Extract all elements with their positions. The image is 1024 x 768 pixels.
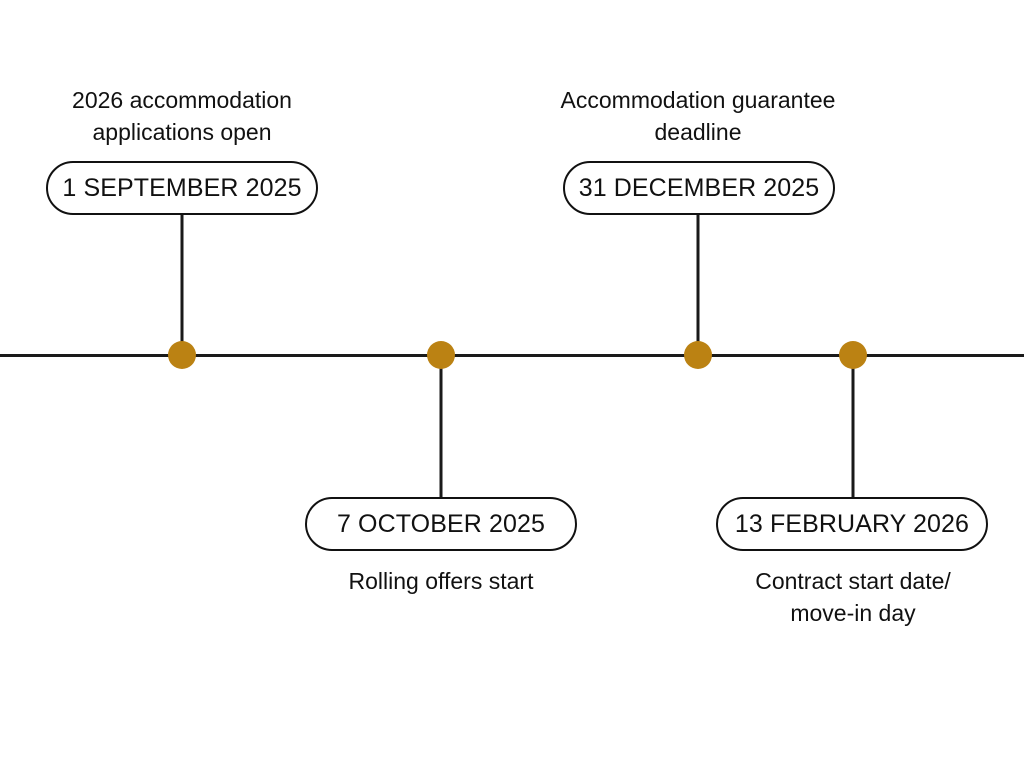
milestone-dot-applications-open[interactable] — [168, 341, 196, 369]
event-date-label-contract-start: 13 FEBRUARY 2026 — [734, 509, 970, 538]
event-caption-rolling-offers: Rolling offers start — [348, 568, 534, 594]
event-date-pill-contract-start[interactable]: 13 FEBRUARY 2026 — [716, 497, 988, 551]
event-date-label-guarantee-deadline: 31 DECEMBER 2025 — [578, 173, 820, 202]
event-caption-applications-open: 2026 accommodation applications open — [72, 87, 292, 145]
event-connector-guarantee-deadline — [696, 215, 700, 355]
timeline-axis-line — [0, 354, 1024, 357]
event-caption-contract-start: Contract start date/ move-in day — [755, 568, 951, 626]
event-date-label-applications-open: 1 SEPTEMBER 2025 — [62, 173, 302, 202]
event-connector-applications-open — [180, 215, 184, 355]
event-connector-rolling-offers — [439, 355, 443, 497]
event-date-label-rolling-offers: 7 OCTOBER 2025 — [337, 509, 545, 538]
milestone-dot-rolling-offers[interactable] — [427, 341, 455, 369]
event-date-pill-applications-open[interactable]: 1 SEPTEMBER 2025 — [46, 161, 318, 215]
event-caption-guarantee-deadline: Accommodation guarantee deadline — [560, 87, 836, 145]
event-date-pill-rolling-offers[interactable]: 7 OCTOBER 2025 — [305, 497, 577, 551]
event-date-pill-guarantee-deadline[interactable]: 31 DECEMBER 2025 — [563, 161, 835, 215]
milestone-dot-contract-start[interactable] — [839, 341, 867, 369]
milestone-dot-guarantee-deadline[interactable] — [684, 341, 712, 369]
event-connector-contract-start — [851, 355, 855, 497]
